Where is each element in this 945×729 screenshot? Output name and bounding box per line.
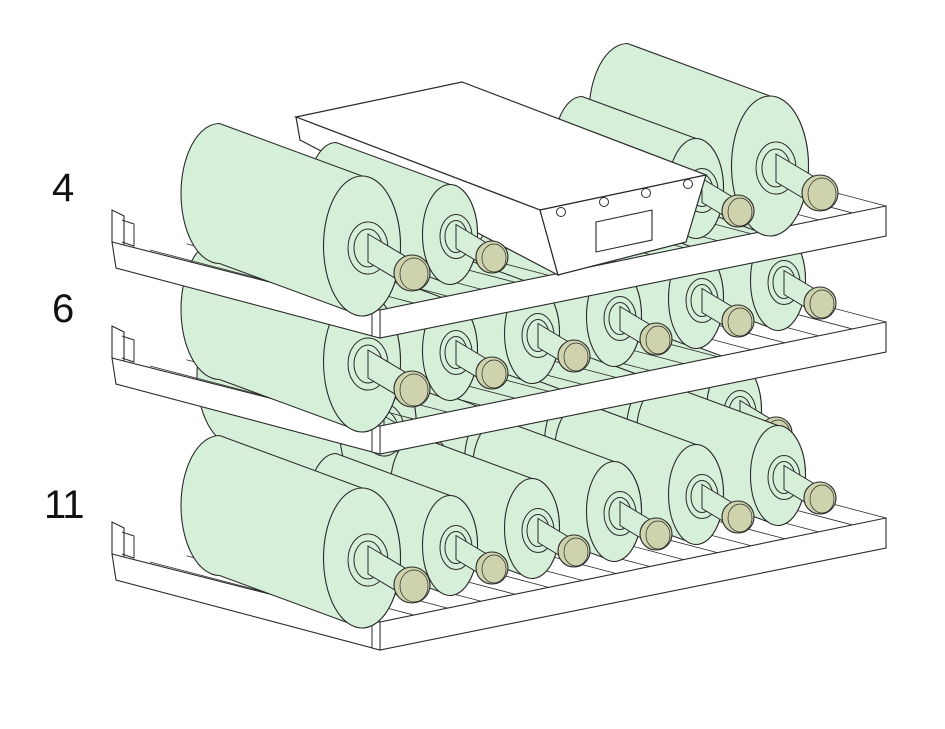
bottle-cork-face: [399, 373, 429, 407]
bottle-cork-face: [481, 359, 507, 389]
unit-screw-hole: [641, 188, 651, 198]
middle-shelf-capacity-label: 6: [52, 287, 74, 331]
wine-bottle: [180, 122, 431, 317]
shelf-left-lip: [111, 209, 125, 247]
shelf-corner: [371, 309, 381, 339]
shelf-left-lip: [111, 521, 125, 559]
bottle-cork-face: [481, 243, 507, 273]
bottle-cork-face: [807, 177, 837, 211]
bottle-cork-face: [727, 197, 753, 227]
unit-screw-hole: [556, 207, 566, 217]
top-shelf-capacity-label: 4: [52, 166, 74, 210]
unit-display: [595, 209, 653, 253]
bottle-cork-face: [563, 342, 589, 372]
wine-bottle: [471, 418, 673, 563]
shelf-notch: [121, 531, 135, 559]
wine-bottle: [553, 401, 755, 546]
shelf-corner: [371, 425, 381, 455]
shelf-corner: [371, 621, 381, 651]
shelf-notch: [121, 335, 135, 363]
front-layer: [111, 42, 887, 339]
unit-screw-hole: [683, 179, 693, 189]
bottle-cork-face: [399, 257, 429, 291]
bottle-cork-face: [809, 484, 835, 514]
bottom-shelf-capacity-label: 11: [44, 483, 85, 527]
wine-bottle: [389, 435, 591, 580]
wine-bottle: [180, 434, 431, 629]
bottle-cork-face: [727, 307, 753, 337]
bottle-cork-face: [481, 554, 507, 584]
bottle-cork-face: [563, 537, 589, 567]
shelf-left-lip: [111, 325, 125, 363]
wine-bottle: [635, 382, 837, 527]
bottle-cork-face: [645, 325, 671, 355]
bottle-cork-face: [727, 503, 753, 533]
unit-screw-hole: [599, 197, 609, 207]
bottle-cork-face: [645, 520, 671, 550]
bottle-cork-face: [399, 569, 429, 603]
shelf-notch: [121, 219, 135, 247]
bottle-cork-face: [809, 289, 835, 319]
